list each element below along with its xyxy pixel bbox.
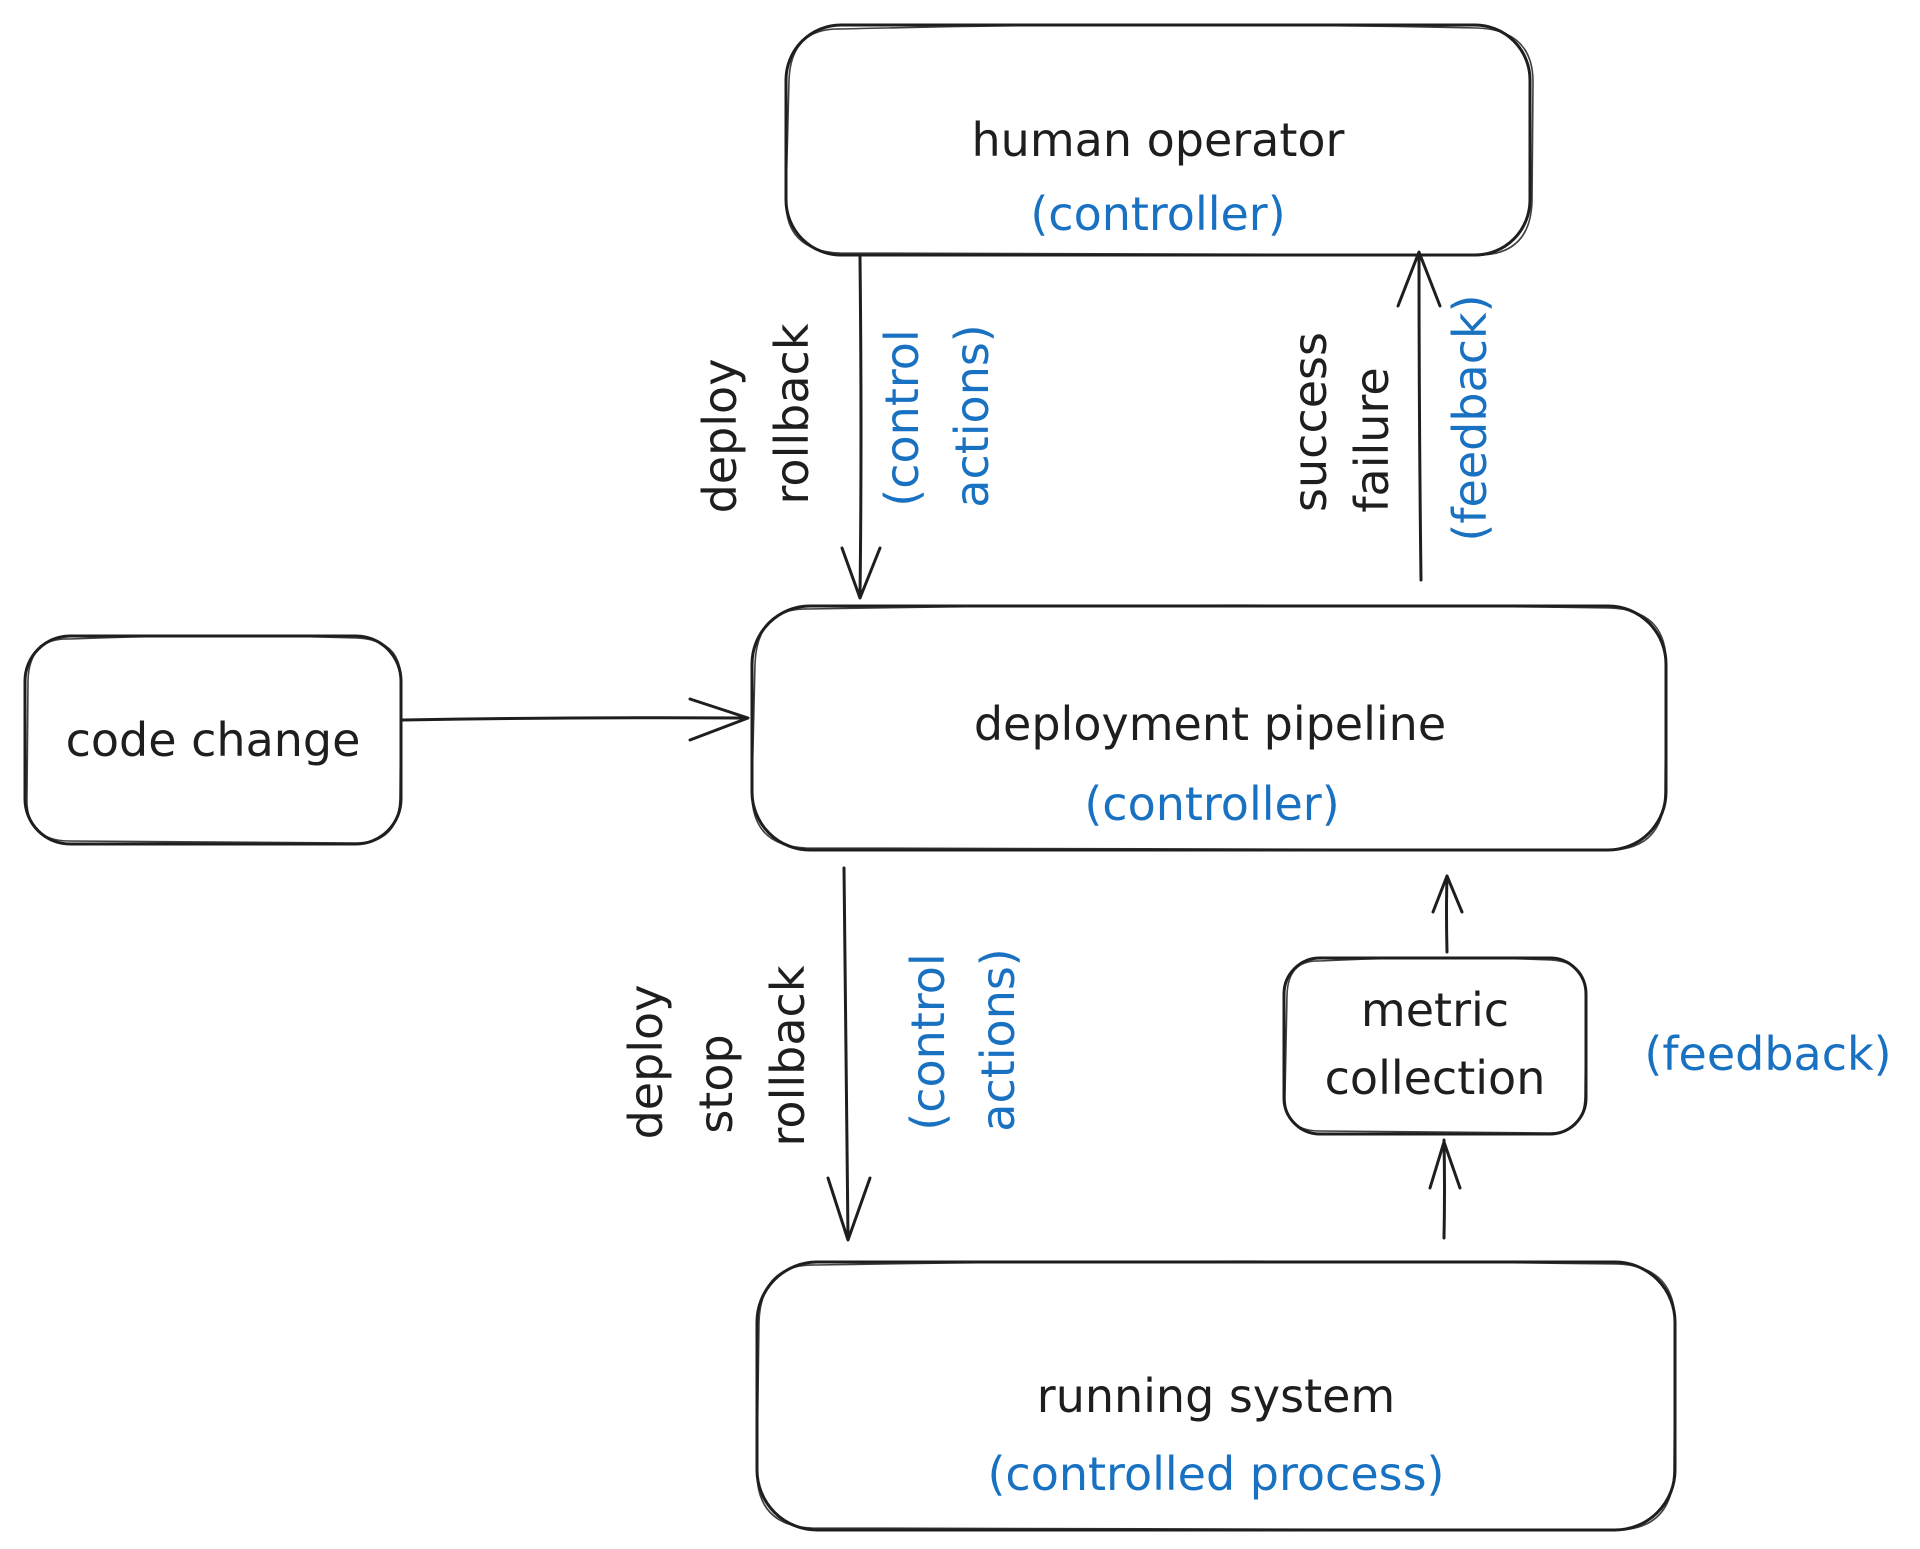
action-label-rollback-2: rollback (761, 965, 815, 1146)
running-system-box[interactable]: running system (controlled process) (755, 1260, 1677, 1532)
running-system-title: running system (1037, 1369, 1395, 1423)
deployment-pipeline-box[interactable]: deployment pipeline (controller) (750, 604, 1668, 852)
human-operator-box[interactable]: human operator (controller) (784, 23, 1534, 257)
action-label-rollback: rollback (765, 323, 819, 504)
deployment-pipeline-title: deployment pipeline (974, 697, 1446, 751)
code-change-box[interactable]: code change (23, 634, 403, 846)
metric-collection-line2: collection (1325, 1051, 1546, 1105)
signal-label-success: success (1283, 332, 1337, 512)
operator-to-pipeline-labels: deploy rollback (control actions) (693, 323, 999, 513)
feedback-label-operator: (feedback) (1443, 294, 1497, 541)
pipeline-to-system-labels: deploy stop rollback (control actions) (619, 948, 1025, 1146)
arrow-pipeline-to-system (826, 866, 872, 1242)
control-actions-label-line2: actions) (945, 324, 999, 508)
feedback-label-metrics: (feedback) (1644, 1027, 1891, 1081)
action-label-deploy: deploy (693, 359, 747, 514)
control-actions-label-line1: (control (875, 329, 929, 506)
metric-collection-box[interactable]: metric collection (1282, 956, 1588, 1136)
arrow-code-change-to-pipeline (401, 697, 750, 742)
action-label-stop: stop (689, 1034, 743, 1133)
arrow-system-to-metrics (1428, 1138, 1462, 1240)
arrow-operator-to-pipeline (840, 255, 882, 600)
control-actions-label-2-line2: actions) (971, 948, 1025, 1132)
arrow-metrics-to-pipeline (1431, 874, 1464, 954)
running-system-role: (controlled process) (987, 1447, 1444, 1501)
human-operator-role: (controller) (1030, 187, 1285, 241)
pipeline-to-operator-labels: success failure (feedback) (1283, 294, 1497, 541)
code-change-title: code change (66, 713, 361, 767)
deployment-pipeline-role: (controller) (1084, 777, 1339, 831)
arrow-pipeline-to-operator (1396, 250, 1442, 582)
control-actions-label-2-line1: (control (901, 953, 955, 1130)
signal-label-failure: failure (1345, 367, 1399, 512)
human-operator-title: human operator (972, 113, 1345, 167)
action-label-deploy-2: deploy (619, 985, 673, 1140)
metric-collection-line1: metric (1361, 983, 1509, 1037)
